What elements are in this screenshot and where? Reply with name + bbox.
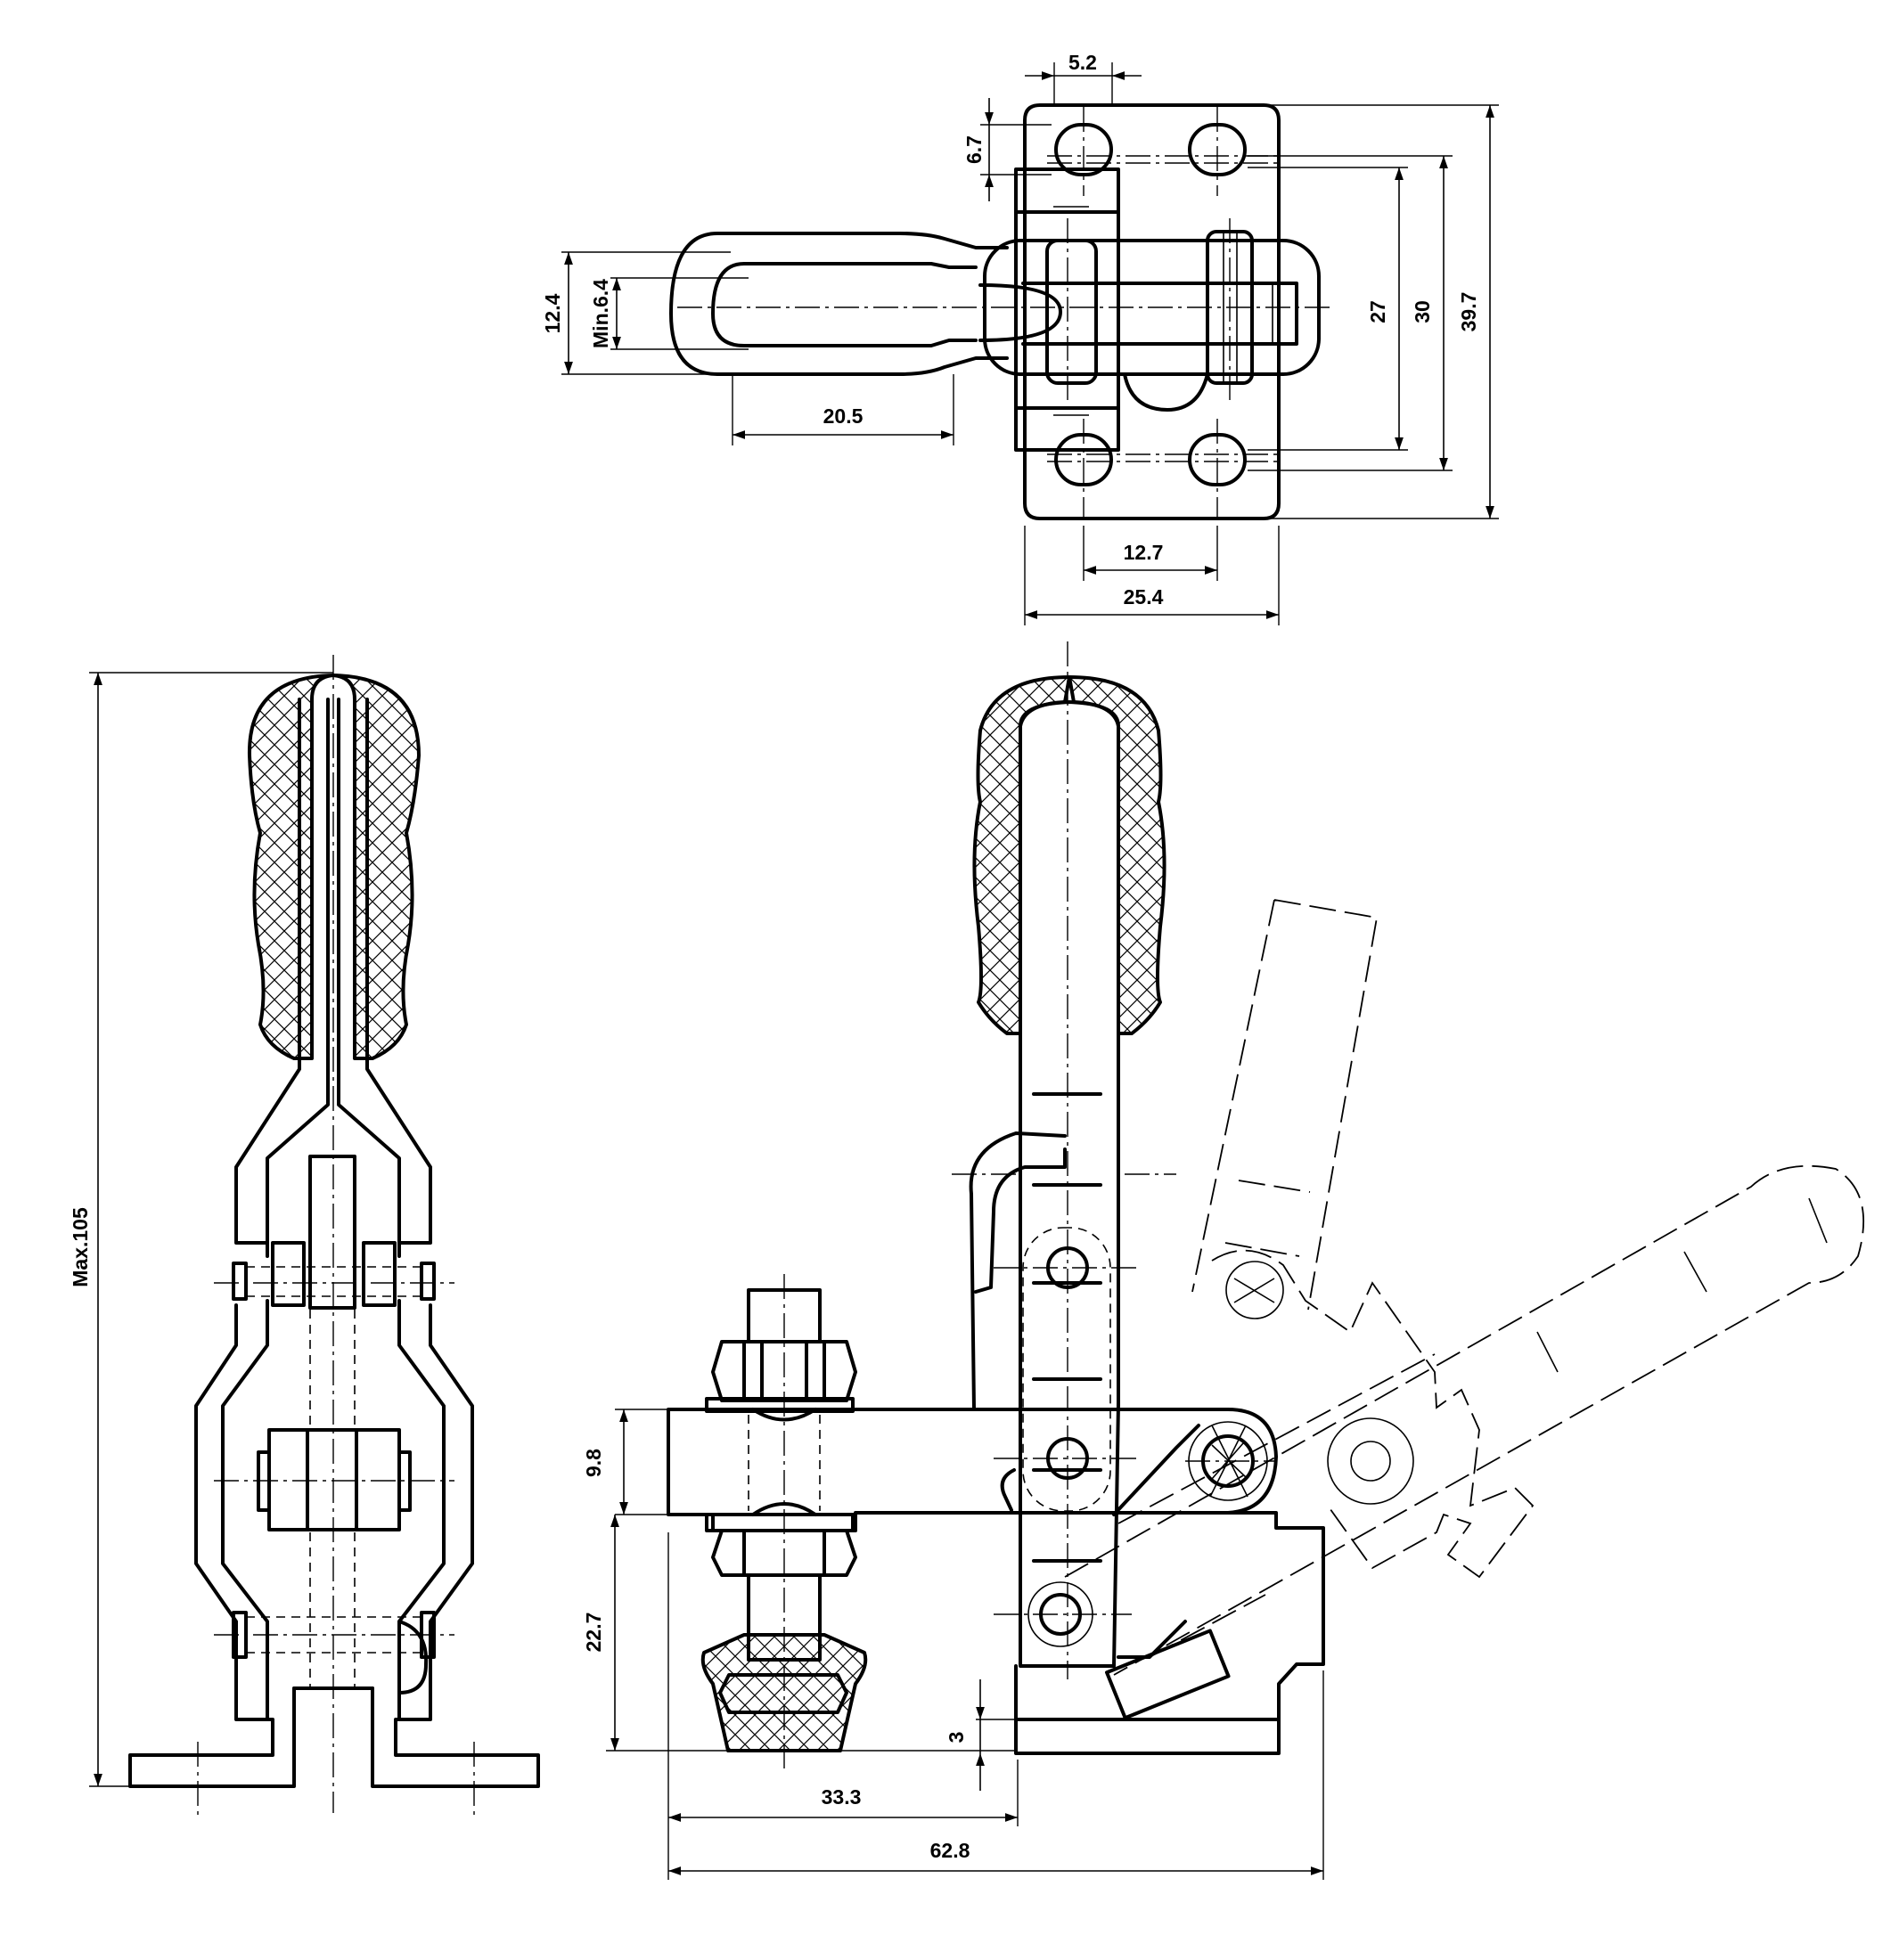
clamp-arm-front	[667, 1408, 1278, 1532]
dim-62-8: 62.8	[930, 1839, 970, 1862]
dim-6-7: 6.7	[962, 135, 986, 164]
dim-max-105: Max.105	[69, 1207, 92, 1287]
dim-20-5: 20.5	[823, 404, 864, 428]
dim-27: 27	[1366, 300, 1389, 323]
clamp-body-front	[1014, 1511, 1325, 1755]
open-position-phantom	[1064, 899, 1864, 1676]
dimension-lines	[89, 62, 1499, 1880]
dim-3: 3	[945, 1732, 968, 1744]
dim-30: 30	[1411, 300, 1434, 323]
pivot-pins	[1027, 1246, 1268, 1647]
left-side-view	[128, 655, 540, 1817]
dimension-labels: 5.2 6.7 12.4 Min.6.4 20.5 27 30 39.7 12.…	[69, 51, 1480, 1862]
spindle-assembly	[705, 1288, 857, 1662]
mounting-slots	[1047, 107, 1279, 517]
dim-25-4: 25.4	[1124, 585, 1164, 608]
dim-min-6-4: Min.6.4	[589, 279, 612, 348]
dim-22-7: 22.7	[582, 1613, 605, 1653]
lever-body-top	[1014, 167, 1120, 452]
dim-39-7: 39.7	[1457, 292, 1480, 332]
dim-12-7: 12.7	[1124, 541, 1164, 564]
dim-5-2: 5.2	[1068, 51, 1097, 74]
handle-grip-left	[247, 674, 335, 1060]
top-view	[669, 103, 1332, 520]
lever-front	[1019, 700, 1120, 1668]
dim-33-3: 33.3	[822, 1785, 862, 1809]
dim-9-8: 9.8	[582, 1449, 605, 1477]
spindle-cap	[700, 1633, 868, 1752]
handle-top	[669, 232, 1009, 376]
front-view	[667, 641, 1864, 1768]
base-plate	[1023, 103, 1281, 520]
dim-12-4: 12.4	[541, 293, 564, 333]
